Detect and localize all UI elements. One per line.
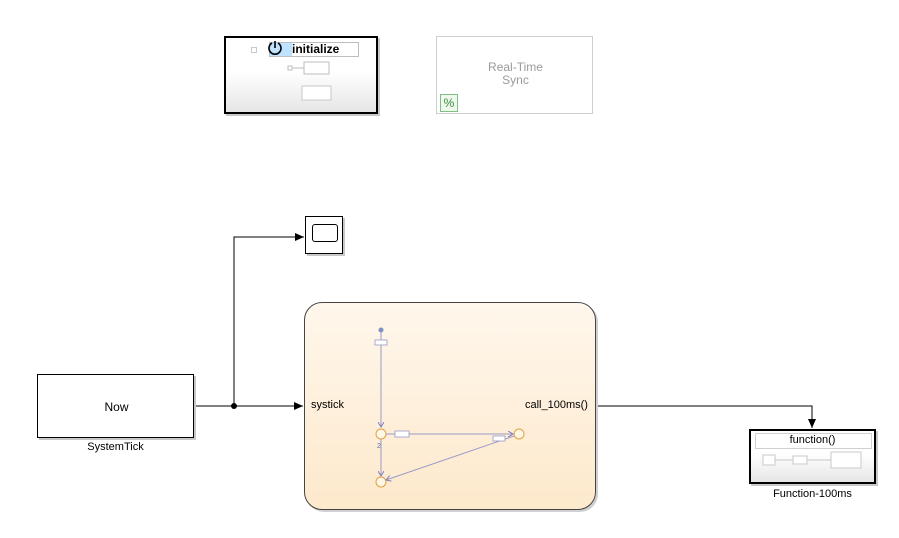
transition-label: 2	[377, 443, 381, 450]
power-icon	[268, 41, 282, 55]
real-time-sync-block[interactable]: Real-Time Sync %	[436, 36, 593, 114]
inport-square	[251, 47, 257, 53]
initialize-block[interactable]: initialize	[224, 36, 378, 114]
scope-block[interactable]	[305, 216, 343, 254]
function-content-diagram	[762, 451, 862, 469]
chart-input-port-label: systick	[311, 399, 344, 411]
function-100ms-name[interactable]: Function-100ms	[773, 488, 852, 500]
initialize-title-box: initialize	[269, 42, 359, 57]
system-tick-block[interactable]: Now	[37, 374, 194, 438]
system-tick-text: Now	[104, 400, 129, 414]
scope-screen-icon	[312, 224, 338, 242]
chart-output-port-label: call_100ms()	[525, 399, 588, 411]
initialize-title: initialize	[292, 42, 340, 56]
percent-icon: %	[440, 94, 458, 112]
stateflow-chart-block[interactable]: 2 systick call_100ms()	[304, 302, 596, 510]
real-time-sync-label: Real-Time Sync	[488, 60, 543, 87]
system-tick-name[interactable]: SystemTick	[87, 441, 144, 453]
signal-chart-to-function[interactable]	[596, 405, 816, 428]
function-title: function()	[789, 434, 836, 446]
function-title-box	[755, 433, 872, 449]
signal-branch-to-scope[interactable]	[233, 233, 304, 406]
initialize-content-diagram	[287, 61, 332, 101]
branch-point	[231, 403, 237, 409]
chart-state-diagram: 2	[374, 327, 525, 488]
function-100ms-block[interactable]: function()	[749, 429, 876, 484]
